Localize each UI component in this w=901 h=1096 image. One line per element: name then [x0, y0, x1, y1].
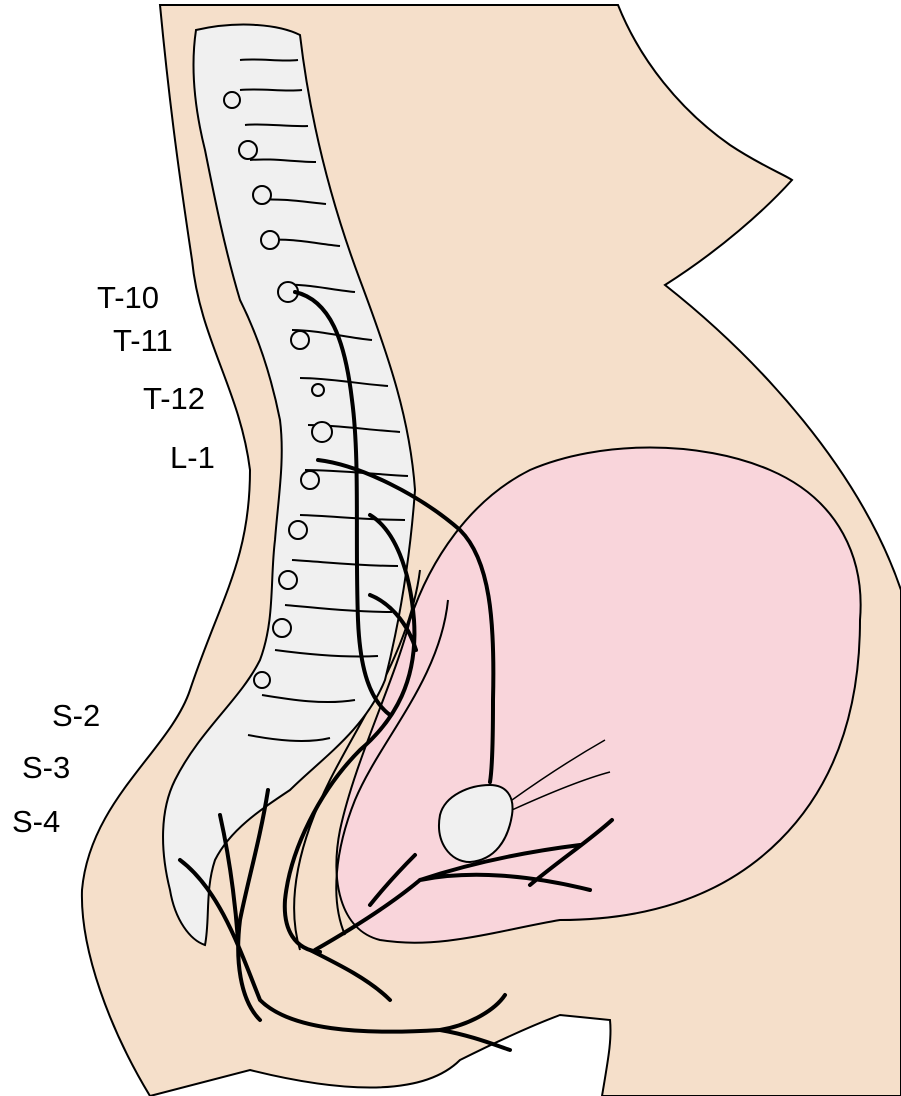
- label-l1: L-1: [170, 442, 215, 473]
- label-t10: T-10: [97, 282, 159, 313]
- label-t11: T-11: [113, 325, 173, 356]
- label-s3: S-3: [22, 752, 70, 783]
- label-s4: S-4: [12, 806, 60, 837]
- label-s2: S-2: [52, 700, 100, 731]
- label-t12: T-12: [143, 383, 205, 414]
